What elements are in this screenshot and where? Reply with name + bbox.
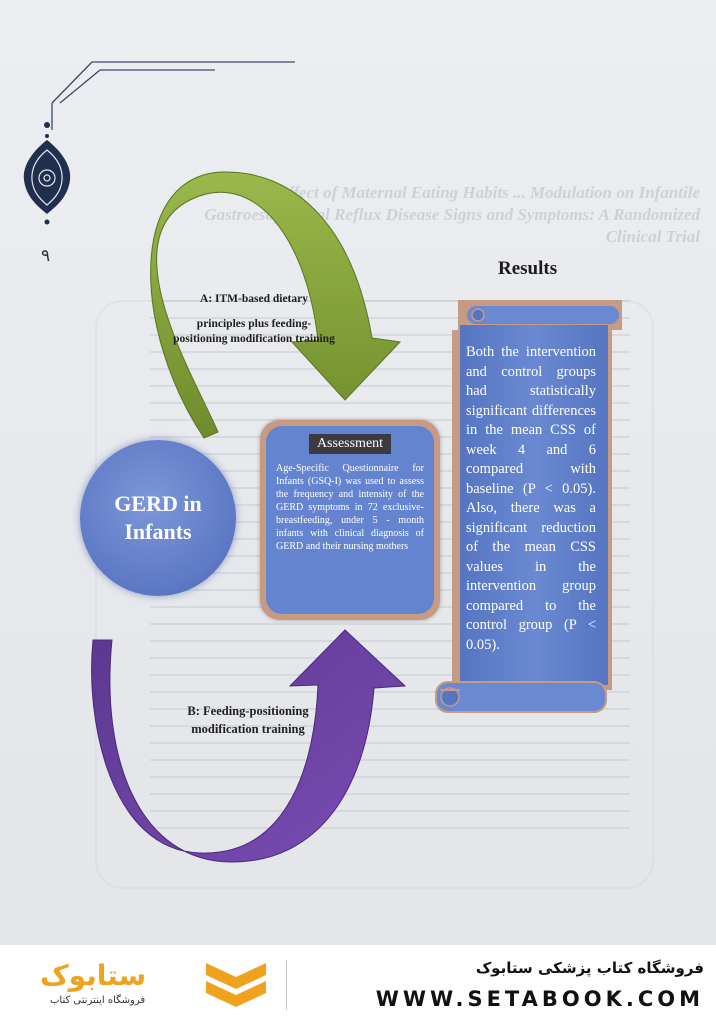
background-title-text: The Effect of Maternal Eating Habits ...… — [204, 183, 700, 246]
document-page: The Effect of Maternal Eating Habits ...… — [0, 0, 716, 945]
background-frame — [95, 300, 654, 889]
arabesque-medallion-icon — [23, 122, 71, 225]
arrow-b-label: B: Feeding-positioning modification trai… — [187, 704, 309, 736]
assessment-box: Assessment Age-Specific Questionnaire fo… — [260, 420, 440, 620]
store-url-link[interactable]: WWW.SETABOOK.COM — [375, 987, 704, 1011]
results-heading: Results — [498, 258, 558, 279]
header-ornament — [23, 61, 295, 225]
logo-subtitle: فروشگاه اینترنتی کتاب — [50, 995, 146, 1006]
footer-divider — [286, 960, 287, 1010]
arrow-a-label-line1: A: ITM-based dietary — [200, 293, 308, 305]
footer-banner: ستابوک فروشگاه اینترنتی کتاب فروشگاه کتا… — [0, 945, 716, 1024]
diagram-graphics — [91, 171, 622, 863]
page-number: ٩ — [41, 246, 51, 265]
setabook-logo-icon — [206, 963, 266, 1007]
purple-arrow-shape — [91, 629, 407, 863]
assessment-text: Age-Specific Questionnaire for Infants (… — [276, 463, 424, 552]
green-arrow-shape — [150, 171, 402, 439]
store-name: فروشگاه کتاب پزشکی ستابوک — [475, 959, 704, 977]
logo-wordmark: ستابوک — [40, 959, 147, 992]
results-scroll-shape — [435, 300, 622, 713]
gerd-line1: GERD in — [114, 491, 202, 516]
assessment-inner: Assessment Age-Specific Questionnaire fo… — [266, 426, 434, 614]
results-text: Both the intervention and control groups… — [466, 344, 596, 653]
gerd-circle: GERD in Infants — [80, 440, 236, 596]
arrow-a-label: A: ITM-based dietary principles plus fee… — [170, 292, 338, 347]
gerd-line2: Infants — [124, 519, 192, 544]
assessment-title: Assessment — [309, 434, 391, 454]
arrow-a-label-line2: principles plus feeding-positioning modi… — [173, 318, 335, 345]
